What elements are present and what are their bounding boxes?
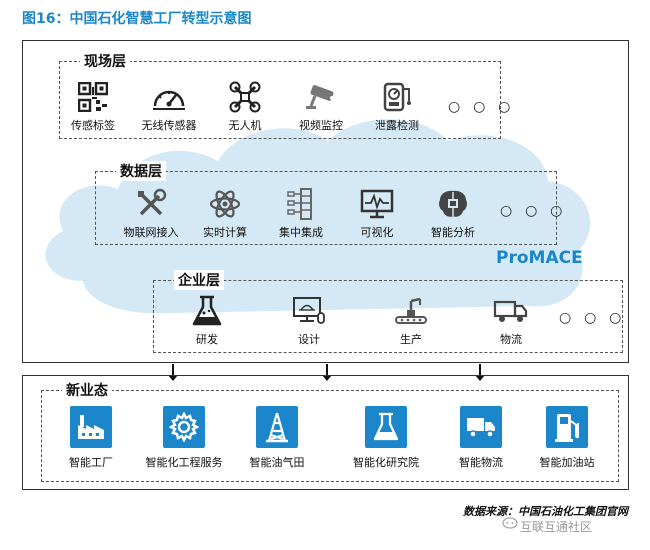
monitor-icon xyxy=(360,189,394,219)
enterprise-layer-box: 企业层 xyxy=(153,270,623,353)
page-title: 图16：中国石化智慧工厂转型示意图 xyxy=(22,11,252,27)
production-icon xyxy=(395,297,427,324)
design-icon xyxy=(293,297,325,324)
watermark-text: 互联互通社区 xyxy=(520,520,593,534)
down-arrow-1 xyxy=(168,364,178,381)
brain-icon xyxy=(439,190,467,217)
chat-bubble-icon xyxy=(502,517,518,529)
enterprise-item-production: 生产 xyxy=(369,293,453,347)
truck-icon xyxy=(467,418,495,438)
data-layer-label: 数据层 xyxy=(116,161,166,181)
architecture-panel: 现场层 传感标签 无线传感器 无人机 视频监控 泄露检测 ○ ○ ○ 数据层 物… xyxy=(22,40,629,363)
down-arrow-3 xyxy=(475,364,485,381)
data-layer-box: 数据层 xyxy=(95,161,557,245)
enterprise-layer-label: 企业层 xyxy=(174,270,224,290)
data-item-integration: 集中集成 xyxy=(259,186,343,240)
lab-flask-icon xyxy=(373,412,399,441)
drone-icon xyxy=(229,81,261,113)
enterprise-item-logistics: 物流 xyxy=(469,293,553,347)
enterprise-item-rnd: 研发 xyxy=(165,293,249,347)
biz-item-engineering-service: 智能化工程服务 xyxy=(134,406,234,470)
integration-icon xyxy=(287,188,312,220)
field-item-drone: 无人机 xyxy=(203,79,287,133)
source-note: 数据来源：中国石油化工集团官网 xyxy=(463,505,628,518)
gas-detector-icon xyxy=(383,82,411,112)
field-more-dots: ○ ○ ○ xyxy=(448,99,515,115)
down-arrow-2 xyxy=(322,364,332,381)
biz-item-smart-factory: 智能工厂 xyxy=(41,406,141,470)
truck-icon xyxy=(493,300,528,322)
biz-item-smart-oilfield: 智能油气田 xyxy=(227,406,327,470)
field-item-video-surveillance: 视频监控 xyxy=(279,79,363,133)
field-layer-box: 现场层 xyxy=(59,51,501,139)
new-business-label: 新业态 xyxy=(62,380,112,400)
fuel-pump-icon xyxy=(555,414,579,442)
enterprise-more-dots: ○ ○ ○ xyxy=(559,310,626,326)
data-item-realtime-compute: 实时计算 xyxy=(183,186,267,240)
qr-code-icon xyxy=(78,82,108,112)
enterprise-item-design: 设计 xyxy=(267,293,351,347)
atom-icon xyxy=(209,190,241,218)
flask-icon xyxy=(192,295,222,326)
field-layer-label: 现场层 xyxy=(80,51,130,71)
data-item-smart-analysis: 智能分析 xyxy=(411,186,495,240)
oil-derrick-icon xyxy=(266,412,288,443)
field-item-sensor-tag: 传感标签 xyxy=(51,79,135,133)
gear-icon xyxy=(169,412,199,442)
tools-icon xyxy=(138,188,167,216)
data-item-iot-access: 物联网接入 xyxy=(109,186,193,240)
field-item-wireless-sensor: 无线传感器 xyxy=(127,79,211,133)
brand-label: ProMACE xyxy=(496,248,583,268)
factory-icon xyxy=(78,415,104,439)
gauge-icon xyxy=(153,90,185,110)
camera-icon xyxy=(306,85,334,109)
data-item-visualization: 可视化 xyxy=(335,186,419,240)
data-more-dots: ○ ○ ○ xyxy=(500,203,567,219)
new-business-box: 新业态 xyxy=(41,380,619,482)
cloud-background xyxy=(45,119,591,314)
field-item-leak-detection: 泄露检测 xyxy=(355,79,439,133)
new-business-panel: 新业态 智能工厂 智能化工程服务 智能油气田 智能化研究院 智能物流 智能加油站 xyxy=(22,375,629,490)
biz-item-research-institute: 智能化研究院 xyxy=(336,406,436,470)
biz-item-smart-gas-station: 智能加油站 xyxy=(517,406,617,470)
biz-item-smart-logistics: 智能物流 xyxy=(431,406,531,470)
